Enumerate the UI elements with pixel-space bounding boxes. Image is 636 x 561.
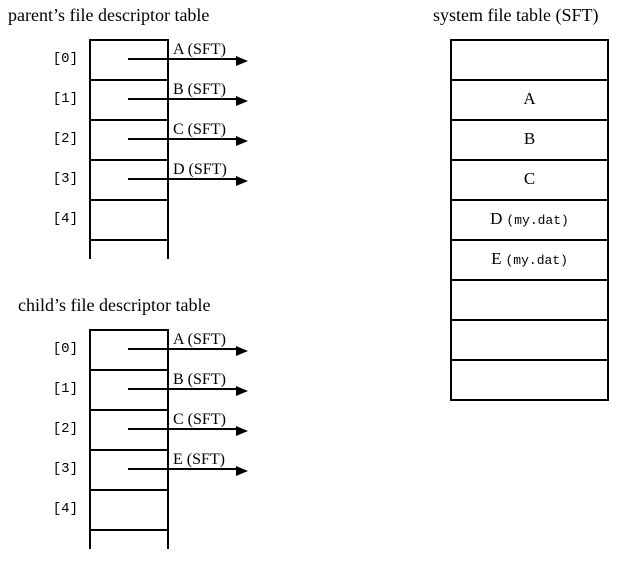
parent-arrow-label-1: B (SFT) (173, 81, 226, 98)
arrowhead-right-icon (236, 56, 248, 66)
sft-row-2: B (452, 126, 607, 152)
row-divider (91, 239, 167, 241)
sft-row-6 (452, 286, 607, 312)
sft-entry-file: (my.dat) (505, 253, 568, 268)
row-divider (91, 369, 167, 371)
sft-row-7 (452, 326, 607, 352)
sft-row-0 (452, 46, 607, 72)
parent-arrow-label-0: A (SFT) (173, 41, 226, 58)
child-table-title: child’s file descriptor table (18, 295, 211, 315)
parent-fd-table-frame (89, 39, 169, 259)
parent-arrow-label-3: D (SFT) (173, 161, 227, 178)
row-divider (452, 199, 607, 201)
child-arrow-label-2: C (SFT) (173, 411, 226, 428)
sft-row-1: A (452, 86, 607, 112)
row-divider (452, 79, 607, 81)
row-divider (452, 279, 607, 281)
child-arrow-label-3: E (SFT) (173, 451, 225, 468)
child-fd-table-frame (89, 329, 169, 549)
child-fd-index-1: [1] (52, 381, 78, 397)
row-divider (452, 359, 607, 361)
parent-fd-index-0: [0] (52, 51, 78, 67)
row-divider (452, 319, 607, 321)
sft-entry-letter: E (491, 249, 502, 268)
pointer-arrow-line (128, 388, 240, 390)
child-fd-index-3: [3] (52, 461, 78, 477)
pointer-arrow-line (128, 58, 240, 60)
pointer-arrow-line (128, 98, 240, 100)
row-divider (91, 199, 167, 201)
row-divider (91, 489, 167, 491)
row-divider (452, 239, 607, 241)
row-divider (91, 529, 167, 531)
parent-table-title: parent’s file descriptor table (8, 5, 210, 25)
child-arrow-label-1: B (SFT) (173, 371, 226, 388)
system-file-table-frame: A B C D(my.dat) E(my.dat) (450, 39, 609, 401)
pointer-arrow-line (128, 468, 240, 470)
sft-row-3: C (452, 166, 607, 192)
sft-row-4: D(my.dat) (452, 206, 607, 232)
sft-title: system file table (SFT) (433, 5, 599, 25)
child-arrow-label-0: A (SFT) (173, 331, 226, 348)
row-divider (91, 449, 167, 451)
arrowhead-right-icon (236, 346, 248, 356)
child-fd-index-0: [0] (52, 341, 78, 357)
sft-entry-file: (my.dat) (506, 213, 569, 228)
row-divider (91, 159, 167, 161)
child-fd-index-2: [2] (52, 421, 78, 437)
sft-row-8 (452, 366, 607, 392)
row-divider (452, 119, 607, 121)
pointer-arrow-line (128, 428, 240, 430)
sft-row-5: E(my.dat) (452, 246, 607, 272)
arrowhead-right-icon (236, 176, 248, 186)
sft-entry-letter: A (523, 89, 536, 108)
row-divider (91, 409, 167, 411)
sft-entry-letter: C (523, 169, 536, 188)
sft-entry-letter: D (490, 209, 503, 228)
parent-fd-index-3: [3] (52, 171, 78, 187)
arrowhead-right-icon (236, 386, 248, 396)
pointer-arrow-line (128, 178, 240, 180)
arrowhead-right-icon (236, 136, 248, 146)
parent-fd-index-1: [1] (52, 91, 78, 107)
parent-arrow-label-2: C (SFT) (173, 121, 226, 138)
sft-entry-letter: B (523, 129, 536, 148)
parent-fd-index-4: [4] (52, 211, 78, 227)
child-fd-index-4: [4] (52, 501, 78, 517)
arrowhead-right-icon (236, 466, 248, 476)
pointer-arrow-line (128, 138, 240, 140)
row-divider (91, 119, 167, 121)
parent-fd-index-2: [2] (52, 131, 78, 147)
row-divider (452, 159, 607, 161)
row-divider (91, 79, 167, 81)
arrowhead-right-icon (236, 96, 248, 106)
pointer-arrow-line (128, 348, 240, 350)
arrowhead-right-icon (236, 426, 248, 436)
